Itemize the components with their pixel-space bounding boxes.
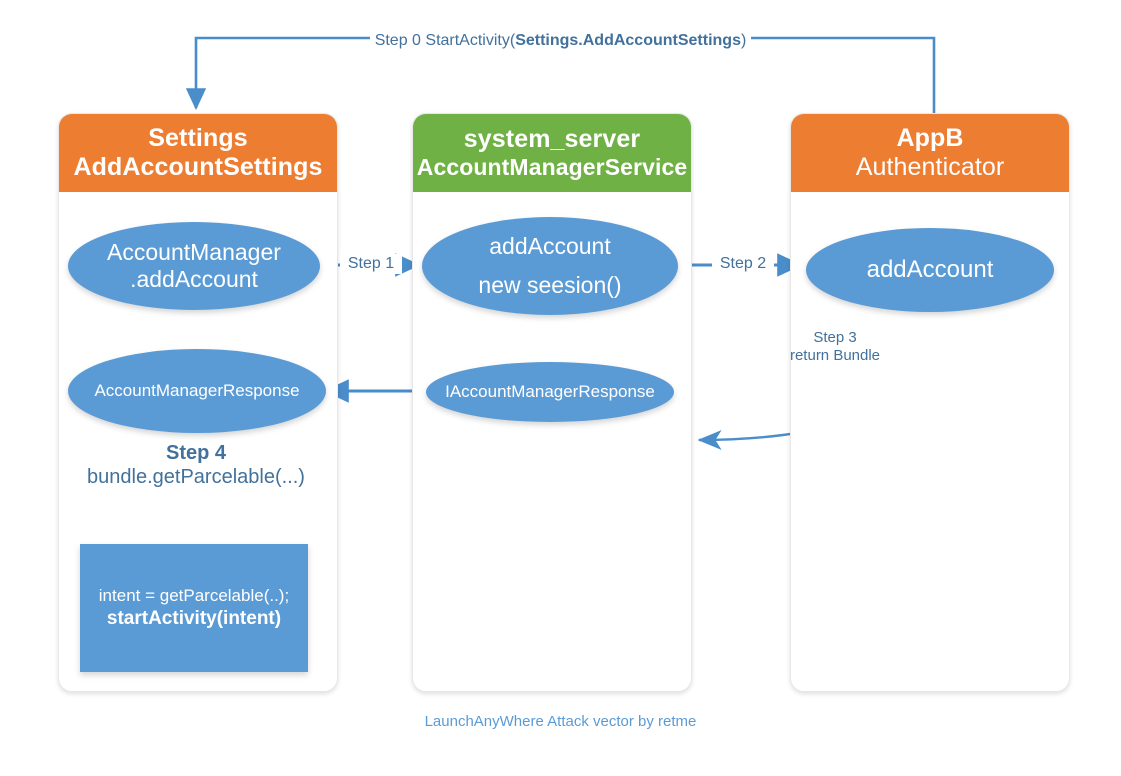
edge-step0-label-prefix: Step 0 StartActivity( xyxy=(374,32,516,49)
node-account-manager-response-line1: AccountManagerResponse xyxy=(94,381,300,400)
lane-appb-title-line1: AppB xyxy=(896,124,964,152)
node-code-block-line1: intent = getParcelable(..); xyxy=(98,586,290,605)
edge-step1-label: Step 1 xyxy=(340,254,402,274)
node-service-add-account[interactable]: addAccount new seesion() xyxy=(422,217,678,315)
edge-step0-label-bold: Settings.AddAccountSettings xyxy=(515,32,741,49)
edge-step3-label: Step 3 return Bundle xyxy=(760,329,910,366)
node-iaccount-manager-response-line1: IAccountManagerResponse xyxy=(445,382,655,401)
lane-system-server-header: system_server AccountManagerService xyxy=(413,114,691,192)
edge-step0-label-suffix: ) xyxy=(740,32,747,49)
node-code-block-line2: startActivity(intent) xyxy=(106,608,282,629)
node-service-add-account-line1: addAccount xyxy=(489,233,611,259)
edge-step3-label-line2: return Bundle xyxy=(789,347,881,365)
lane-system-server-title-line2: AccountManagerService xyxy=(416,154,688,181)
node-account-manager-response[interactable]: AccountManagerResponse xyxy=(68,349,326,433)
node-account-manager-add-account-line1: AccountManager xyxy=(107,239,281,265)
node-appb-add-account[interactable]: addAccount xyxy=(806,228,1054,312)
node-iaccount-manager-response[interactable]: IAccountManagerResponse xyxy=(426,362,674,422)
node-code-block[interactable]: intent = getParcelable(..); startActivit… xyxy=(80,544,308,672)
edge-step4-label-line1: Step 4 xyxy=(165,442,227,464)
edge-step3-label-line1: Step 3 xyxy=(813,329,857,346)
lane-appb: AppB Authenticator xyxy=(790,113,1070,692)
node-appb-add-account-line1: addAccount xyxy=(866,256,994,283)
lane-settings-title-line2: AddAccountSettings xyxy=(73,153,323,181)
edge-step4-label: Step 4 bundle.getParcelable(...) xyxy=(46,441,346,490)
diagram-caption: LaunchAnyWhere Attack vector by retme xyxy=(0,713,1121,730)
edge-step4-label-line2: bundle.getParcelable(...) xyxy=(87,466,305,489)
lane-settings-title-line1: Settings xyxy=(148,124,248,152)
lane-system-server-title-line1: system_server xyxy=(463,125,641,154)
diagram-caption-text: LaunchAnyWhere Attack vector by retme xyxy=(424,713,697,730)
edge-step2-label: Step 2 xyxy=(712,254,774,274)
lane-settings-header: Settings AddAccountSettings xyxy=(59,114,337,192)
node-account-manager-add-account[interactable]: AccountManager .addAccount xyxy=(68,222,320,310)
edge-step2-label-text: Step 2 xyxy=(719,255,767,272)
edge-step1-label-text: Step 1 xyxy=(347,255,395,272)
node-account-manager-add-account-line2: .addAccount xyxy=(130,266,258,292)
edge-step0-label: Step 0 StartActivity(Settings.AddAccount… xyxy=(0,31,1121,51)
node-service-add-account-line2: new seesion() xyxy=(478,272,622,298)
lane-appb-header: AppB Authenticator xyxy=(791,114,1069,192)
lane-appb-title-line2: Authenticator xyxy=(855,153,1005,181)
